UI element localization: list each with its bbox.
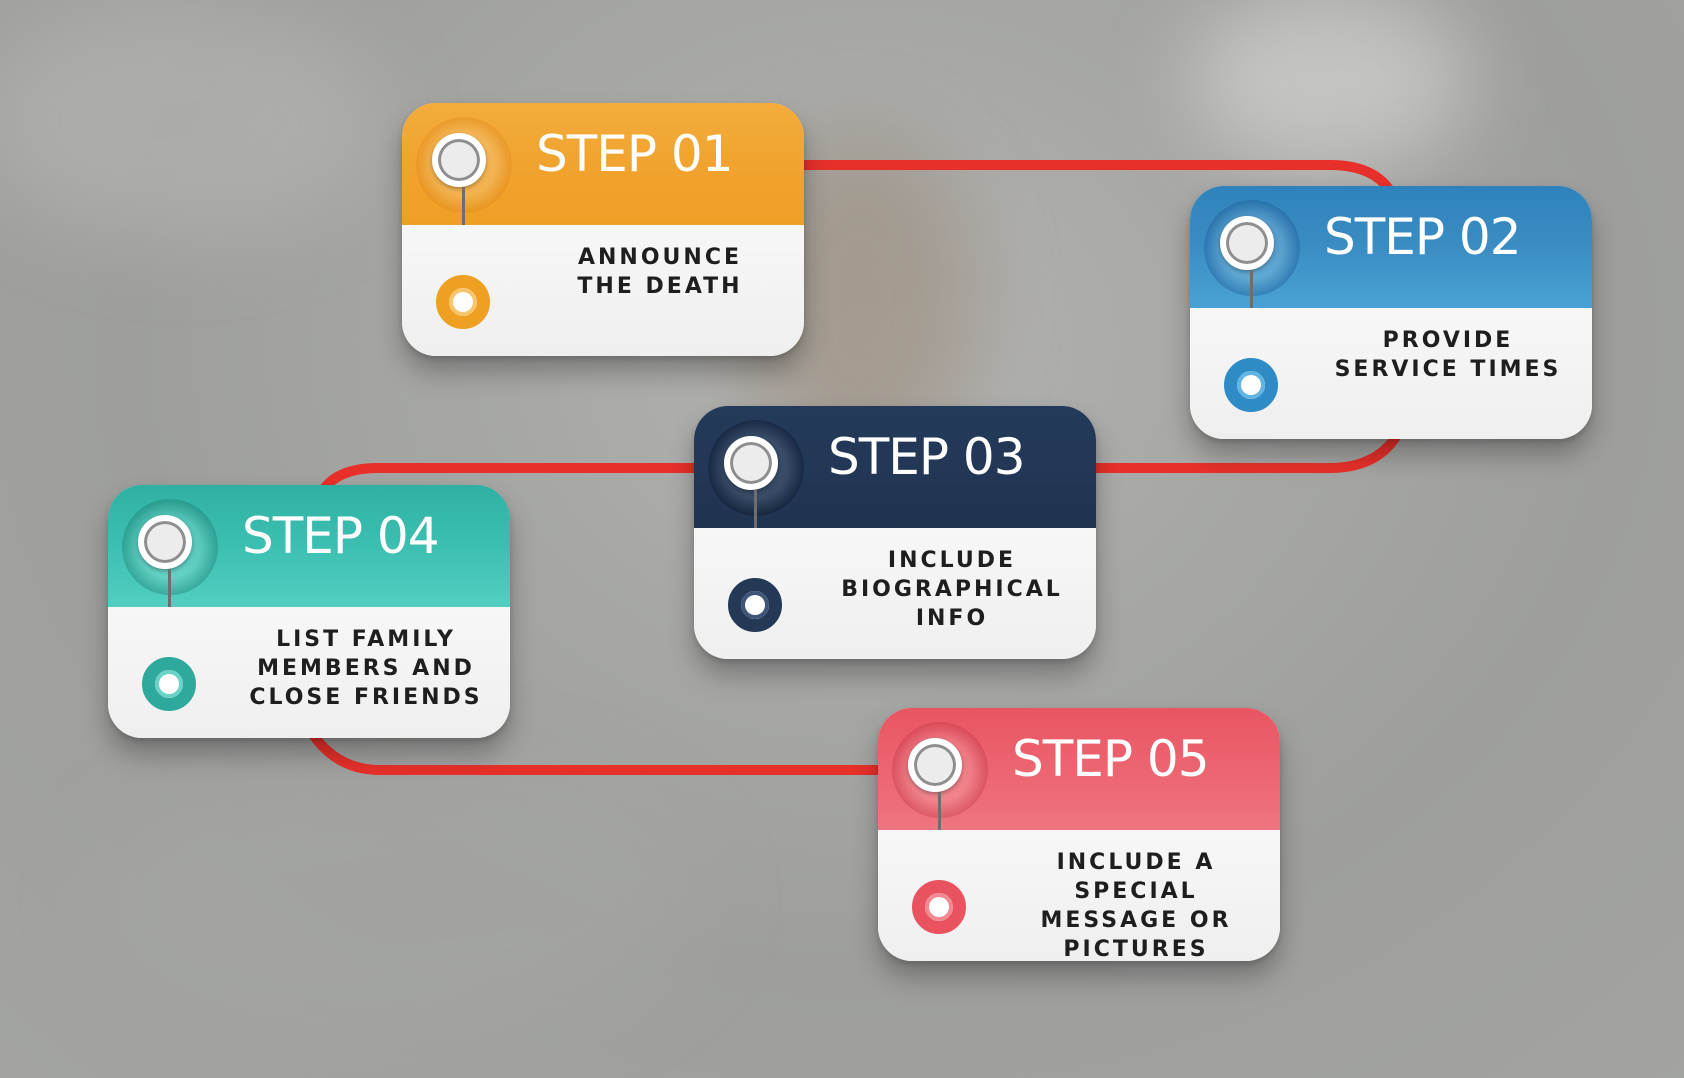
step-card-header: STEP 03 [694, 406, 1096, 528]
dot-icon [912, 880, 966, 934]
description-line: PROVIDE [1382, 328, 1514, 353]
ring-icon [908, 738, 962, 792]
description-line: INCLUDE [887, 548, 1017, 573]
step-description: ANNOUNCE THE DEATH [532, 243, 788, 301]
step-card-02: STEP 02 PROVIDE SERVICE TIMES [1190, 186, 1592, 439]
step-card-03: STEP 03 INCLUDE BIOGRAPHICAL INFO [694, 406, 1096, 659]
ring-icon [1220, 216, 1274, 270]
description-line: INCLUDE A SPECIAL [1056, 850, 1216, 904]
step-card-header: STEP 02 [1190, 186, 1592, 308]
ring-icon [724, 436, 778, 490]
step-description: INCLUDE BIOGRAPHICAL INFO [824, 546, 1080, 633]
ring-icon [432, 133, 486, 187]
description-line: SERVICE TIMES [1334, 357, 1562, 382]
step-card-header: STEP 05 [878, 708, 1280, 830]
step-title: STEP 04 [242, 507, 440, 565]
step-card-header: STEP 01 [402, 103, 804, 225]
step-title: STEP 02 [1324, 208, 1522, 266]
description-line: MESSAGE OR [1040, 908, 1232, 933]
step-title: STEP 01 [536, 125, 734, 183]
description-line: THE DEATH [577, 274, 743, 299]
description-line: INFO [915, 606, 989, 631]
description-line: CLOSE FRIENDS [249, 685, 483, 710]
dot-icon [728, 578, 782, 632]
step-description: LIST FAMILY MEMBERS AND CLOSE FRIENDS [238, 625, 494, 712]
description-line: ANNOUNCE [577, 245, 742, 270]
step-description: PROVIDE SERVICE TIMES [1320, 326, 1576, 384]
description-line: MEMBERS AND [257, 656, 475, 681]
description-line: BIOGRAPHICAL [841, 577, 1063, 602]
step-title: STEP 05 [1012, 730, 1210, 788]
description-line: PICTURES [1063, 937, 1209, 961]
dot-icon [1224, 358, 1278, 412]
step-card-header: STEP 04 [108, 485, 510, 607]
step-card-01: STEP 01 ANNOUNCE THE DEATH [402, 103, 804, 356]
dot-icon [436, 275, 490, 329]
ring-icon [138, 515, 192, 569]
step-card-04: STEP 04 LIST FAMILY MEMBERS AND CLOSE FR… [108, 485, 510, 738]
connector-step04-step05 [305, 725, 905, 775]
step-card-05: STEP 05 INCLUDE A SPECIAL MESSAGE OR PIC… [878, 708, 1280, 961]
step-title: STEP 03 [828, 428, 1026, 486]
dot-icon [142, 657, 196, 711]
description-line: LIST FAMILY [276, 627, 456, 652]
step-description: INCLUDE A SPECIAL MESSAGE OR PICTURES [1008, 848, 1264, 961]
